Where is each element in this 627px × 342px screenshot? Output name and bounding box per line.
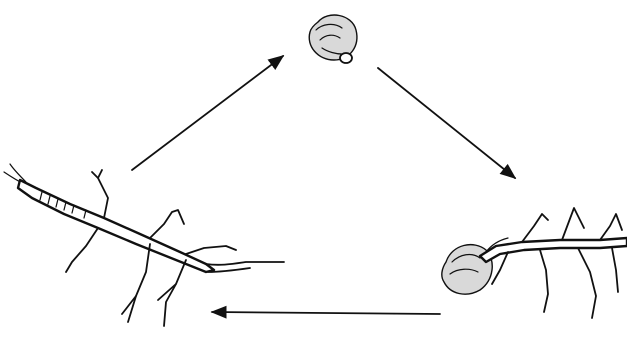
- arrow-adult-to-egg: [132, 56, 283, 170]
- hatching-stick-insect-icon: [442, 208, 627, 318]
- arrow-nymph-to-adult: [212, 312, 440, 314]
- egg-icon: [309, 15, 357, 63]
- arrow-egg-to-nymph: [378, 68, 515, 178]
- adult-stick-insect-icon: [4, 164, 284, 326]
